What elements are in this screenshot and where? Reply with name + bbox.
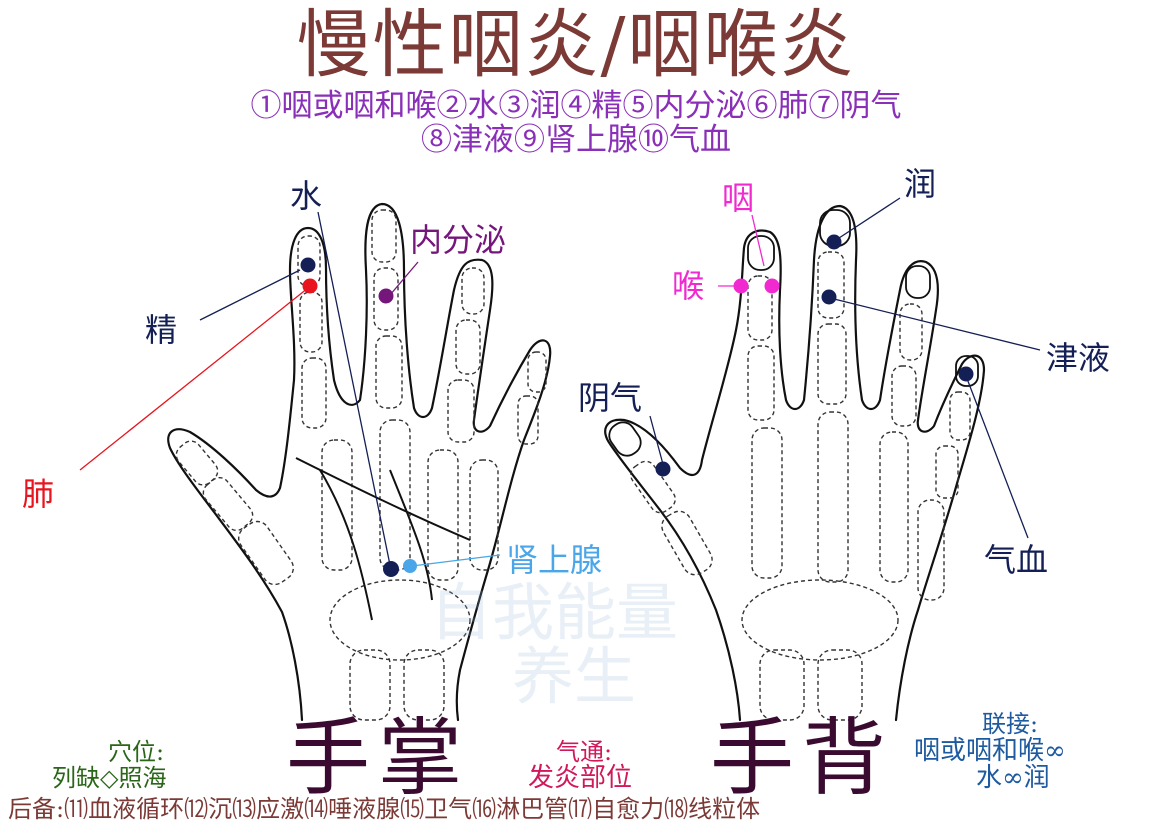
watermark-line-1: 自我能量	[430, 576, 679, 649]
point-fluid	[821, 289, 837, 305]
watermark-line-2: 养生	[512, 640, 637, 713]
label-larynx: 喉	[672, 267, 705, 305]
qi-title: 气通:	[556, 738, 613, 766]
back-hand-outline	[604, 204, 986, 722]
label-yin: 阴气	[578, 379, 643, 417]
point-blood	[958, 366, 974, 382]
back-bones	[630, 251, 971, 721]
label-lung: 肺	[22, 475, 55, 513]
page-title: 慢性咽炎/咽喉炎	[296, 2, 856, 88]
point-moist	[826, 234, 842, 250]
legend-line-1: ①咽或咽和喉②水③润④精⑤内分泌⑥肺⑦阴气	[250, 88, 902, 124]
caption-back: 手背	[710, 709, 895, 807]
point-yin	[655, 461, 671, 477]
link-line-1: 咽或咽和喉∞	[914, 736, 1066, 766]
label-endocrine: 内分泌	[410, 221, 507, 259]
label-moist: 润	[904, 165, 937, 203]
palm-creases	[295, 457, 471, 621]
backup-line: 后备:⑾血液循环⑿沉⒀应激⒁唾液腺⒂卫气⒃淋巴管⒄自愈力⒅线粒体	[8, 795, 761, 823]
point-water	[383, 561, 399, 577]
point-endocrine	[378, 288, 394, 304]
acupoints-title: 穴位:	[108, 738, 165, 766]
palm-leaders	[79, 211, 501, 567]
point-larynx-right	[764, 278, 780, 294]
label-fluid: 津液	[1046, 339, 1111, 377]
label-pharynx: 咽	[722, 179, 755, 217]
link-title: 联接:	[982, 710, 1039, 738]
label-adrenal: 肾上腺	[506, 541, 603, 579]
palm-hand-outline	[167, 202, 552, 722]
legend-line-2: ⑧津液⑨肾上腺⑩气血	[421, 122, 731, 158]
link-line-2: 水∞润	[976, 763, 1050, 793]
point-lung	[302, 278, 318, 294]
qi-value: 发炎部位	[528, 763, 633, 793]
acupoints-value: 列缺◇照海	[52, 764, 167, 792]
label-blood: 气血	[984, 541, 1049, 579]
label-water: 水	[290, 177, 323, 215]
point-larynx-left	[733, 278, 749, 294]
caption-palm: 手掌	[286, 709, 471, 807]
point-essence	[300, 257, 316, 273]
point-adrenal	[403, 559, 417, 573]
back-leaders	[649, 197, 1041, 539]
label-essence: 精	[145, 311, 178, 349]
